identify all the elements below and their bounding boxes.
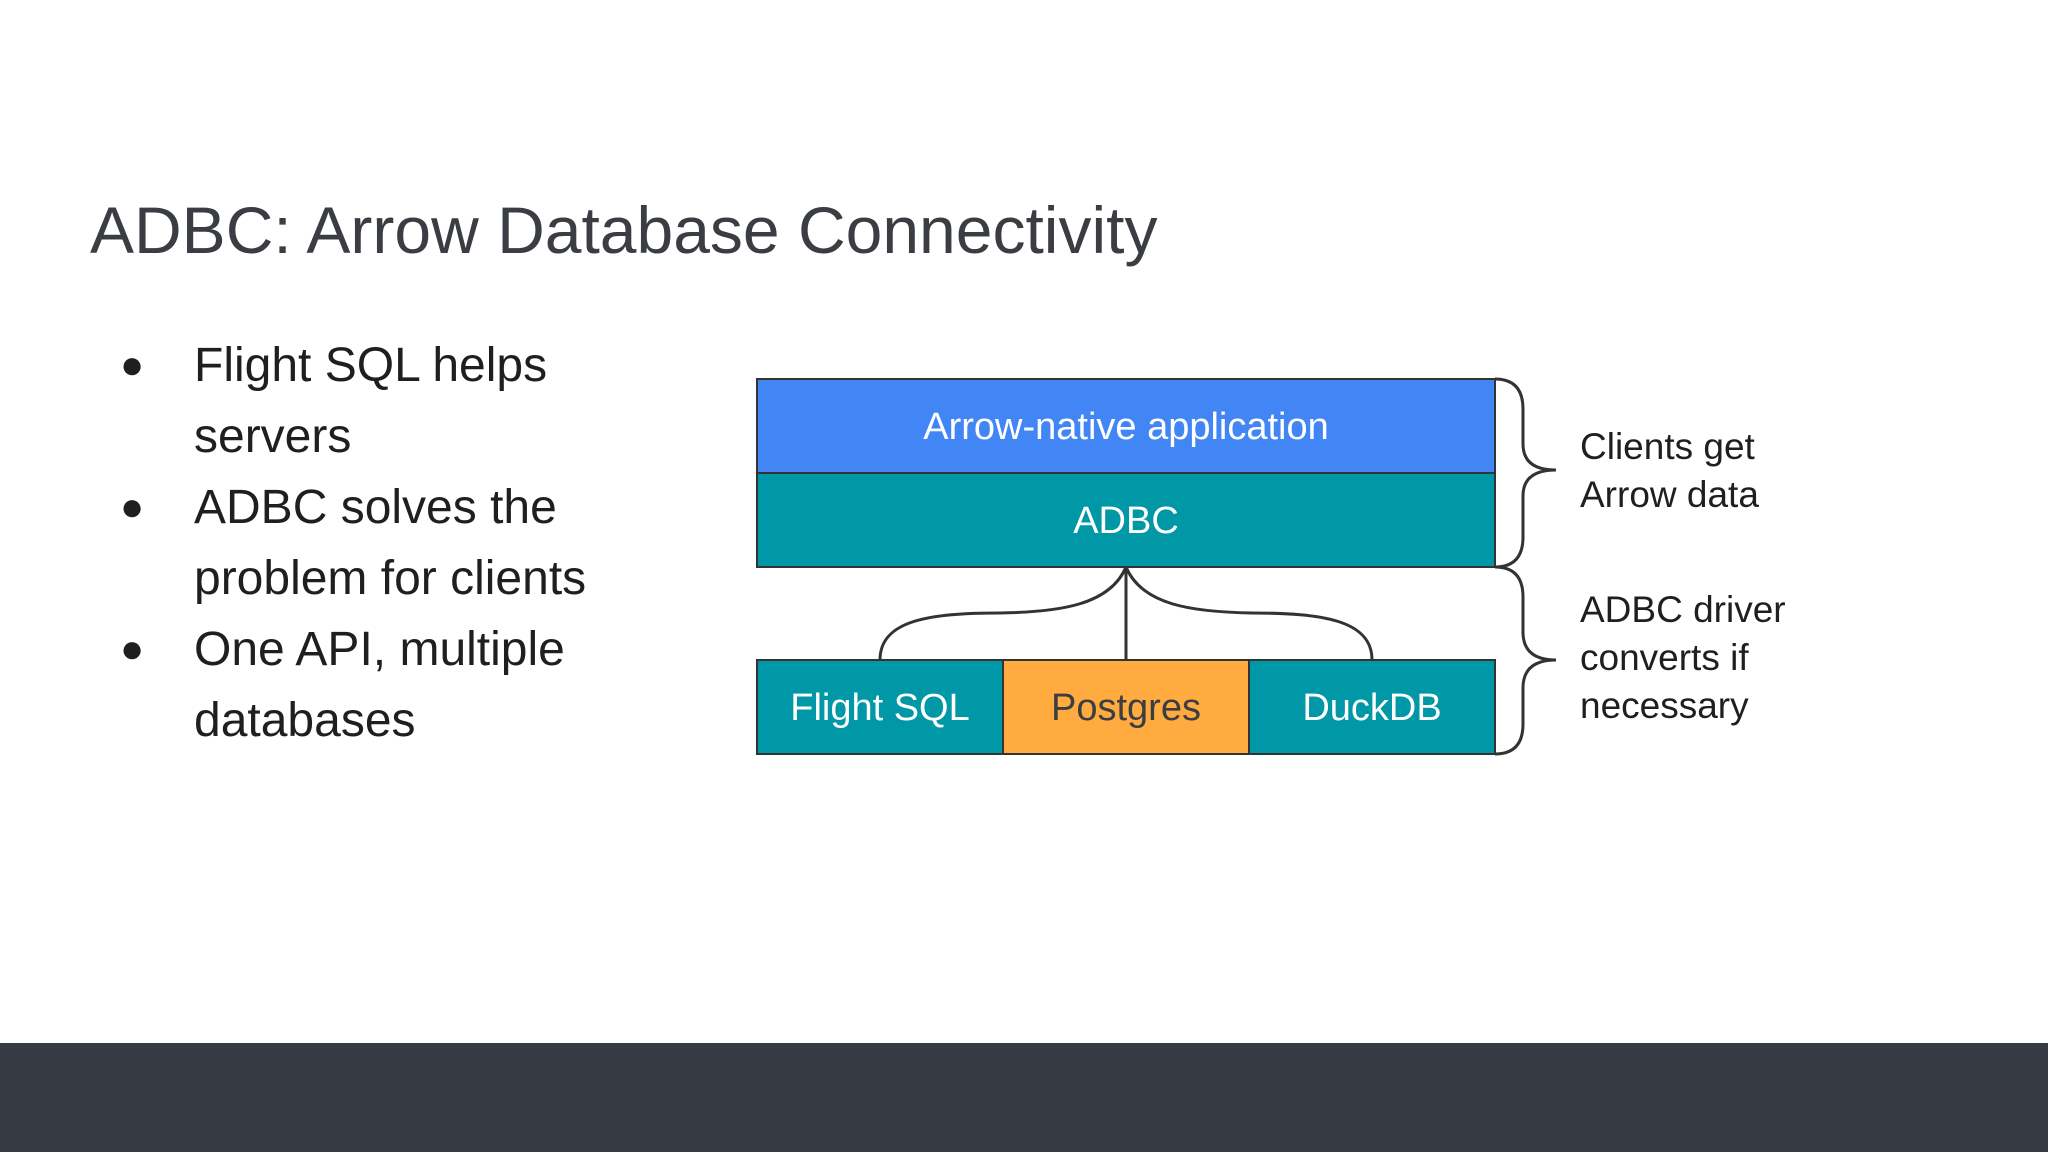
- driver-label-postgres: Postgres: [1051, 687, 1201, 729]
- adbc-layer-box: [756, 472, 1496, 568]
- annotation-line: ADBC driver: [1580, 589, 1786, 630]
- bullet-text: One API, multiple databases: [194, 623, 565, 747]
- bullet-text: ADBC solves the problem for clients: [194, 481, 587, 605]
- slide-title: ADBC: Arrow Database Connectivity: [90, 193, 1158, 267]
- driver-box-duckdb: [1248, 659, 1496, 755]
- connector-lines: [878, 566, 1374, 661]
- annotation-line: necessary: [1580, 685, 1749, 726]
- bullet-dot: ●: [120, 627, 145, 671]
- annotation-driver: ADBC driver converts if necessary: [1580, 589, 1796, 726]
- bullet-dot: ●: [120, 343, 145, 387]
- annotation-clients: Clients get Arrow data: [1580, 426, 1765, 515]
- footer-bar: [0, 1043, 2048, 1152]
- bullet-item: ● One API, multiple databases: [112, 614, 672, 756]
- bullet-text: Flight SQL helps servers: [194, 339, 548, 463]
- architecture-diagram: Arrow-native application ADBC Flight SQL…: [756, 377, 1796, 756]
- bullet-dot: ●: [120, 485, 145, 529]
- app-layer-box: [756, 378, 1496, 474]
- bullet-item: ● ADBC solves the problem for clients: [112, 472, 672, 614]
- driver-label-duckdb: DuckDB: [1302, 687, 1441, 729]
- driver-box-flight-sql: [756, 659, 1004, 755]
- driver-label-flight-sql: Flight SQL: [790, 687, 970, 729]
- driver-box-postgres: [1002, 659, 1250, 755]
- brace-top: [1494, 377, 1557, 569]
- bullet-item: ● Flight SQL helps servers: [112, 330, 672, 472]
- brace-bottom: [1494, 565, 1557, 756]
- adbc-layer-label: ADBC: [1073, 500, 1179, 542]
- app-layer-label: Arrow-native application: [923, 406, 1329, 448]
- slide: ADBC: Arrow Database Connectivity ● Fligh…: [90, 193, 1796, 756]
- annotation-line: Clients get: [1580, 426, 1756, 467]
- bullet-list: ● Flight SQL helps servers ● ADBC solves t…: [112, 330, 672, 756]
- annotation-line: converts if: [1580, 637, 1749, 678]
- annotation-line: Arrow data: [1580, 474, 1759, 515]
